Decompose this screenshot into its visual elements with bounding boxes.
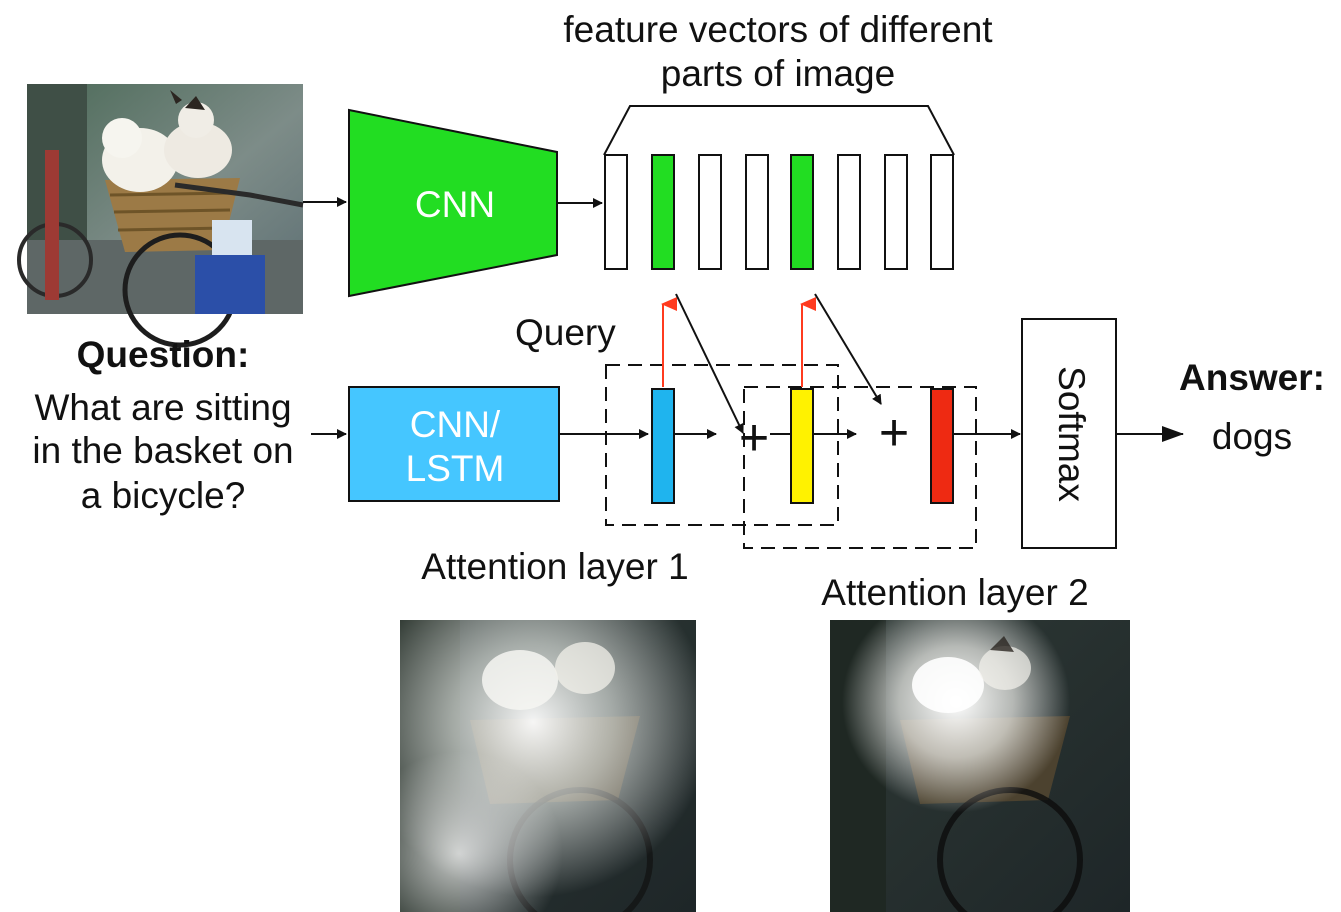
feature-vector xyxy=(698,154,722,270)
question-line-2: in the basket on xyxy=(32,430,293,471)
attention-layer-1-label: Attention layer 1 xyxy=(421,546,688,587)
feature-vector xyxy=(837,154,861,270)
feature-vector-highlighted xyxy=(790,154,814,270)
lstm-label-line-2: LSTM xyxy=(406,448,505,489)
input-photo xyxy=(17,84,304,348)
query-vector-3 xyxy=(930,388,954,504)
feature-vector xyxy=(604,154,628,270)
attention-map-1 xyxy=(400,620,696,912)
plus-sign-1: + xyxy=(739,409,769,467)
feature-vector xyxy=(745,154,769,270)
cnn-label: CNN xyxy=(415,184,495,225)
attention-layer-1-box xyxy=(605,364,839,526)
attention-layer-2-box xyxy=(743,386,977,549)
feature-bracket xyxy=(603,105,955,156)
question-line-3: a bicycle? xyxy=(81,475,246,516)
softmax-label: Softmax xyxy=(1051,366,1092,502)
title-line-1: feature vectors of different xyxy=(563,9,993,50)
feature-vectors xyxy=(604,154,954,270)
softmax-block xyxy=(1021,318,1117,549)
plus-sign-2: + xyxy=(879,404,909,462)
question-heading: Question: xyxy=(77,334,250,375)
feature-to-plus-arrow-2 xyxy=(814,293,882,405)
title-line-2: parts of image xyxy=(661,53,895,94)
cnn-block xyxy=(348,108,558,298)
lstm-label-line-1: CNN/ xyxy=(410,404,501,445)
attention-layer-2-label: Attention layer 2 xyxy=(821,572,1088,613)
question-line-1: What are sitting xyxy=(34,387,291,428)
attention-map-2 xyxy=(830,620,1130,912)
answer-value: dogs xyxy=(1212,416,1292,457)
query-label: Query xyxy=(515,312,616,353)
query-vector-2 xyxy=(790,388,814,504)
lstm-block xyxy=(348,386,560,502)
feature-vector-highlighted xyxy=(651,154,675,270)
feature-vector xyxy=(884,154,908,270)
feature-to-plus-arrow-1 xyxy=(675,293,744,434)
answer-heading: Answer: xyxy=(1179,357,1325,398)
query-vector-1 xyxy=(651,388,675,504)
feature-vector xyxy=(930,154,954,270)
